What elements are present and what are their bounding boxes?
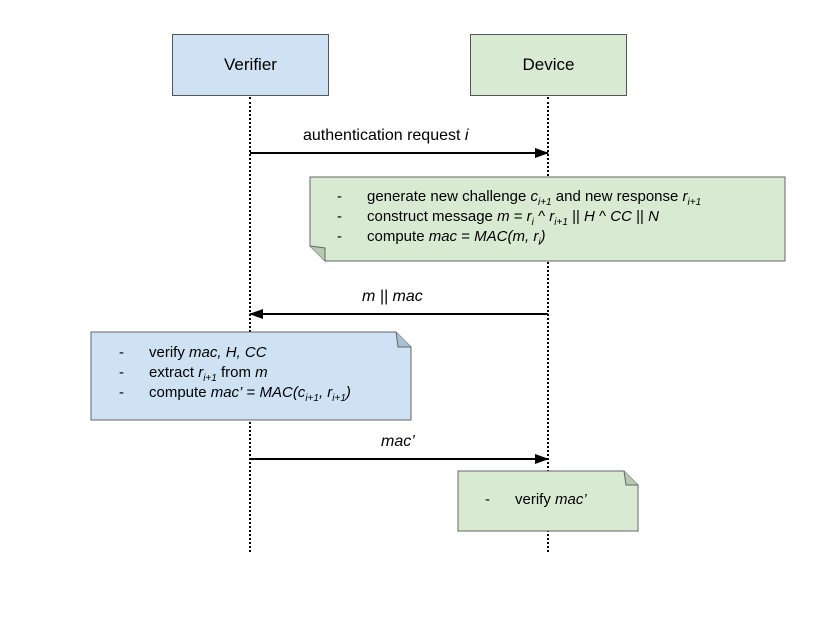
auth-request-label: authentication request i [303, 127, 469, 144]
note-line: -verify mac, H, CC [119, 344, 267, 361]
note-line: -generate new challenge ci+1 and new res… [337, 188, 702, 208]
device-lifeline [547, 97, 549, 552]
verifier-note-shape [90, 331, 412, 421]
note-line: -compute mac’ = MAC(ci+1, ri+1) [119, 384, 351, 404]
verifier-lifeline [249, 97, 251, 552]
mac-prime-label: mac’ [381, 433, 415, 450]
note-line: -verify mac’ [485, 491, 587, 508]
m-mac-label: m || mac [362, 288, 423, 305]
verifier-actor: Verifier [172, 34, 329, 96]
device-note-1: -generate new challenge ci+1 and new res… [337, 187, 702, 248]
device-note-1-shape [309, 176, 786, 262]
device-note-2: -verify mac’ [485, 490, 587, 510]
verifier-label: Verifier [224, 55, 277, 74]
device-actor: Device [470, 34, 627, 96]
verifier-note: -verify mac, H, CC -extract ri+1 from m … [119, 343, 351, 404]
note-line: -compute mac = MAC(m, ri) [337, 228, 546, 248]
note-line: -extract ri+1 from m [119, 364, 268, 384]
device-note-2-shape [457, 470, 639, 532]
device-label: Device [522, 55, 575, 74]
note-line: -construct message m = ri ^ ri+1 || H ^ … [337, 208, 659, 228]
